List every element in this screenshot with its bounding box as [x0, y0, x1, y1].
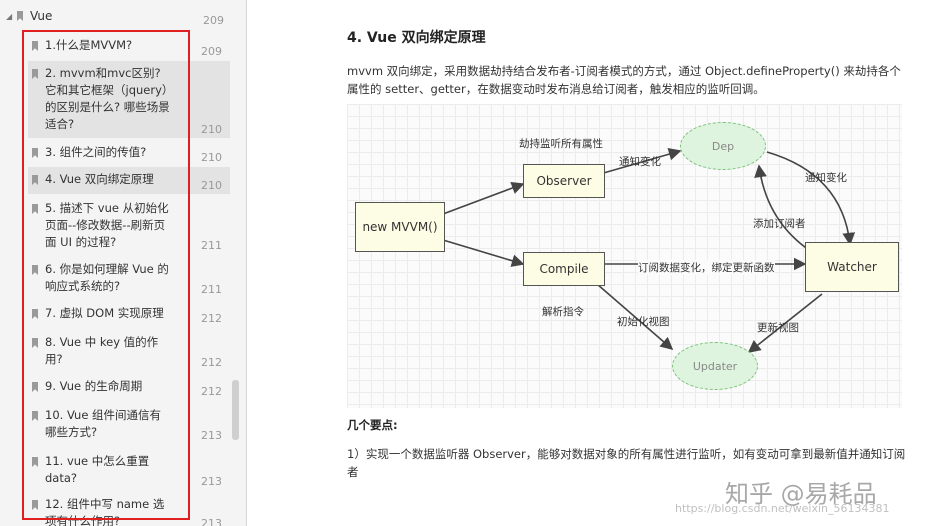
label-update-view: 更新视图: [757, 322, 799, 334]
outline-item-label: 5. 描述下 vue 从初始化页面--修改数据--刷新页面 UI 的过程?: [45, 201, 169, 249]
outline-item-label: 4. Vue 双向绑定原理: [45, 172, 154, 186]
outline-item-label: 6. 你是如何理解 Vue 的响应式系统的?: [45, 262, 169, 293]
label-parse: 解析指令: [542, 306, 584, 318]
outline-item[interactable]: 5. 描述下 vue 从初始化页面--修改数据--刷新页面 UI 的过程? 21…: [28, 196, 230, 254]
label-notify-2: 通知变化: [805, 172, 847, 184]
node-observer: Observer: [523, 164, 605, 198]
outline-group-vue[interactable]: ◢ Vue 209: [0, 6, 246, 28]
node-watcher: Watcher: [805, 242, 899, 292]
outline-item[interactable]: 8. Vue 中 key 值的作用? 212: [28, 330, 230, 371]
bookmark-icon: [32, 175, 38, 185]
outline-page-number: 211: [201, 239, 222, 252]
outline-item[interactable]: 10. Vue 组件间通信有哪些方式? 213: [28, 403, 230, 444]
outline-page-number: 212: [201, 312, 222, 325]
document-page: 4. Vue 双向绑定原理 mvvm 双向绑定，采用数据劫持结合发布者-订阅者模…: [247, 0, 942, 526]
outline-item[interactable]: 11. vue 中怎么重置 data? 213: [28, 449, 230, 490]
node-new-mvvm: new MVVM(): [355, 202, 445, 252]
outline-sidebar: ◢ Vue 209 1.什么是MVVM? 209 2. mvvm和mvc区别? …: [0, 0, 247, 526]
node-dep: Dep: [680, 122, 766, 170]
arrow-mvvm-compile: [442, 239, 525, 267]
outline-item-label: 8. Vue 中 key 值的作用?: [45, 335, 159, 366]
outline-item-label: 3. 组件之间的传值?: [45, 145, 147, 159]
outline-page-number: 213: [201, 429, 222, 442]
body-paragraph: 1）实现一个数据监听器 Observer，能够对数据对象的所有属性进行监听，如有…: [347, 447, 906, 479]
outline-page-number: 209: [201, 45, 222, 58]
watermark-text: 知乎 @易耗品: [725, 480, 877, 508]
node-compile: Compile: [523, 252, 605, 286]
label-init-view: 初始化视图: [617, 316, 670, 328]
bookmark-icon: [32, 411, 38, 421]
outline-item-label: 7. 虚拟 DOM 实现原理: [45, 306, 164, 320]
sidebar-scrollbar[interactable]: [232, 380, 239, 440]
outline-item[interactable]: 2. mvvm和mvc区别? 它和其它框架（jquery）的区别是什么? 哪些场…: [28, 61, 230, 138]
bookmark-icon: [17, 11, 23, 21]
outline-page-number: 210: [201, 151, 222, 164]
label-hijack: 劫持监听所有属性: [519, 138, 603, 150]
outline-page-number: 212: [201, 385, 222, 398]
outline-item[interactable]: 1.什么是MVVM? 209: [28, 33, 230, 60]
outline-item-label: 2. mvvm和mvc区别? 它和其它框架（jquery）的区别是什么? 哪些场…: [45, 66, 170, 131]
outline-item[interactable]: 7. 虚拟 DOM 实现原理 212: [28, 301, 230, 327]
arrow-compile-updater: [596, 283, 674, 351]
outline-item[interactable]: 6. 你是如何理解 Vue 的响应式系统的? 211: [28, 257, 230, 298]
outline-item[interactable]: 3. 组件之间的传值? 210: [28, 140, 230, 166]
outline-item-selected[interactable]: 4. Vue 双向绑定原理 210: [28, 167, 230, 194]
outline-page-number: 213: [201, 475, 222, 488]
bookmark-icon: [32, 41, 38, 51]
bookmark-icon: [32, 265, 38, 275]
bookmark-icon: [32, 382, 38, 392]
outline-item-label: 1.什么是MVVM?: [45, 38, 133, 52]
label-subscribe: 订阅数据变化，绑定更新函数: [638, 260, 775, 275]
arrow-mvvm-observer: [442, 181, 525, 215]
outline-page-number: 211: [201, 283, 222, 296]
bookmark-icon: [32, 338, 38, 348]
outline-page-number: 210: [201, 123, 222, 136]
outline-page-number: 213: [201, 517, 222, 526]
collapse-triangle-icon[interactable]: ◢: [6, 12, 13, 21]
outline-item-label: 12. 组件中写 name 选项有什么作用?: [45, 497, 165, 526]
outline-item-label: 9. Vue 的生命周期: [45, 379, 143, 393]
body-paragraph: mvvm 双向绑定，采用数据劫持结合发布者-订阅者模式的方式，通过 Object…: [347, 64, 901, 96]
bookmark-icon: [32, 204, 38, 214]
outline-item-label: 11. vue 中怎么重置 data?: [45, 454, 150, 485]
bookmark-icon: [32, 309, 38, 319]
outline-item[interactable]: 9. Vue 的生命周期 212: [28, 374, 230, 400]
bookmark-icon: [32, 69, 38, 79]
points-heading: 几个要点:: [347, 418, 398, 432]
arrow-observer-dep: [599, 147, 682, 175]
arrow-dep-watcher: [766, 151, 856, 246]
binding-diagram: new MVVM() Observer Compile Watcher Dep …: [347, 104, 902, 408]
outline-item[interactable]: 12. 组件中写 name 选项有什么作用? 213: [28, 492, 230, 526]
bookmark-icon: [32, 500, 38, 510]
outline-group-label: Vue: [30, 9, 53, 23]
bookmark-icon: [32, 148, 38, 158]
bookmark-icon: [32, 457, 38, 467]
label-add-subscriber: 添加订阅者: [753, 218, 806, 230]
outline-page-number: 210: [201, 179, 222, 192]
watermark-url: https://blog.csdn.net/weixin_56134381: [675, 502, 890, 515]
outline-page-number: 209: [203, 14, 224, 27]
outline-item-label: 10. Vue 组件间通信有哪些方式?: [45, 408, 162, 439]
outline-page-number: 212: [201, 356, 222, 369]
node-updater: Updater: [672, 342, 758, 390]
arrow-watcher-updater: [747, 293, 823, 353]
section-heading: 4. Vue 双向绑定原理: [347, 30, 486, 46]
label-notify-1: 通知变化: [619, 156, 661, 168]
